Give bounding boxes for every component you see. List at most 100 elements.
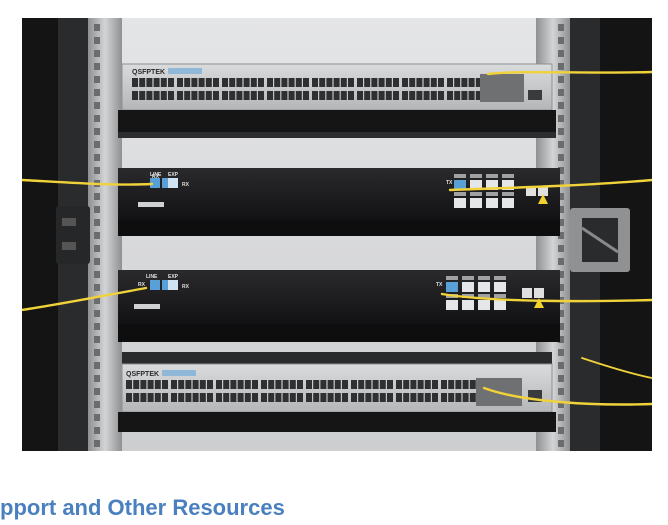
bottom-switch-model-tag [162, 370, 196, 376]
top-mux-rx-label: RX [182, 182, 190, 188]
rj45-port [213, 91, 219, 100]
bottom-mux-left-rx: RX [138, 282, 146, 288]
rj45-port [402, 78, 408, 87]
rj45-port [140, 380, 147, 389]
rail-hole [94, 414, 100, 421]
rail-hole [558, 414, 564, 421]
rj45-port [403, 393, 410, 402]
rj45-port [250, 91, 257, 100]
rj45-port [448, 393, 455, 402]
rj45-port [312, 91, 318, 100]
rj45-port [230, 380, 237, 389]
rj45-port [133, 393, 140, 402]
rj45-port [461, 91, 468, 100]
rail-hole [558, 284, 564, 291]
rack-illustration: QSFPTEK RX LINE EXP RX [22, 18, 652, 451]
rail-hole [558, 37, 564, 44]
channel-port [502, 198, 514, 208]
channel-label-tag [494, 276, 506, 280]
rj45-port [340, 78, 347, 87]
top-mux-channel-ports [454, 174, 514, 208]
rail-hole [558, 232, 564, 239]
rj45-port [178, 393, 185, 402]
rj45-port [177, 91, 183, 100]
rj45-port [402, 91, 408, 100]
rj45-port [274, 78, 281, 87]
rj45-port [147, 380, 154, 389]
rail-hole [94, 63, 100, 70]
channel-port [462, 282, 474, 292]
rail-hole [94, 115, 100, 122]
channel-port [502, 180, 514, 190]
rj45-port [357, 78, 363, 87]
rj45-port [348, 91, 354, 100]
rj45-port [396, 393, 402, 402]
top-mux-line-port-a [150, 178, 160, 188]
channel-port [486, 180, 498, 190]
rail-hole [558, 24, 564, 31]
rj45-port [371, 91, 378, 100]
rj45-port [223, 380, 230, 389]
channel-label-tag [478, 294, 490, 298]
rj45-port [441, 380, 447, 389]
rj45-port [417, 393, 424, 402]
channel-label-tag [494, 294, 506, 298]
rj45-port [333, 91, 340, 100]
rail-hole [94, 24, 100, 31]
rj45-port [303, 78, 309, 87]
rj45-port [250, 78, 257, 87]
rj45-port [438, 78, 444, 87]
rj45-port [438, 91, 444, 100]
bottom-switch-ports [126, 380, 483, 402]
rj45-port [312, 78, 318, 87]
rail-hole [94, 245, 100, 252]
top-mux-line-label: LINE [150, 172, 162, 178]
channel-label-tag [470, 192, 482, 196]
channel-port [446, 282, 458, 292]
rj45-port [184, 91, 191, 100]
top-mux-line-port-b [162, 178, 172, 188]
rail-hole [94, 440, 100, 447]
channel-port [462, 300, 474, 310]
rj45-port [454, 91, 461, 100]
rail-hole [94, 349, 100, 356]
rj45-port [185, 380, 192, 389]
rj45-port [261, 380, 267, 389]
rj45-port [378, 78, 385, 87]
rail-hole [94, 50, 100, 57]
rj45-port [424, 393, 431, 402]
rj45-port [288, 78, 295, 87]
rj45-port [469, 380, 476, 389]
rail-hole [94, 232, 100, 239]
rj45-port [357, 91, 363, 100]
rj45-port [281, 78, 288, 87]
rj45-port [393, 78, 399, 87]
rj45-port [455, 393, 462, 402]
rail-hole [94, 310, 100, 317]
rj45-port [364, 78, 371, 87]
rj45-port [348, 78, 354, 87]
rail-hole [94, 375, 100, 382]
rj45-port [334, 380, 341, 389]
rj45-port [320, 393, 327, 402]
rj45-port [139, 91, 146, 100]
rail-hole [94, 154, 100, 161]
bottom-mux-exp-label: EXP [168, 274, 179, 280]
rj45-port [379, 393, 386, 402]
rail-hole [558, 245, 564, 252]
rj45-port [417, 380, 424, 389]
channel-label-tag [454, 192, 466, 196]
rj45-port [237, 380, 244, 389]
rj45-port [236, 91, 243, 100]
rj45-port [199, 380, 206, 389]
rail-hole [94, 297, 100, 304]
rail-hole [94, 128, 100, 135]
rj45-port [365, 380, 372, 389]
rj45-port [191, 91, 198, 100]
rj45-port [236, 78, 243, 87]
rj45-port [423, 91, 430, 100]
bottom-mux-line-port-b [162, 280, 172, 290]
rj45-port [385, 78, 392, 87]
channel-label-tag [502, 192, 514, 196]
rail-hole [558, 193, 564, 200]
